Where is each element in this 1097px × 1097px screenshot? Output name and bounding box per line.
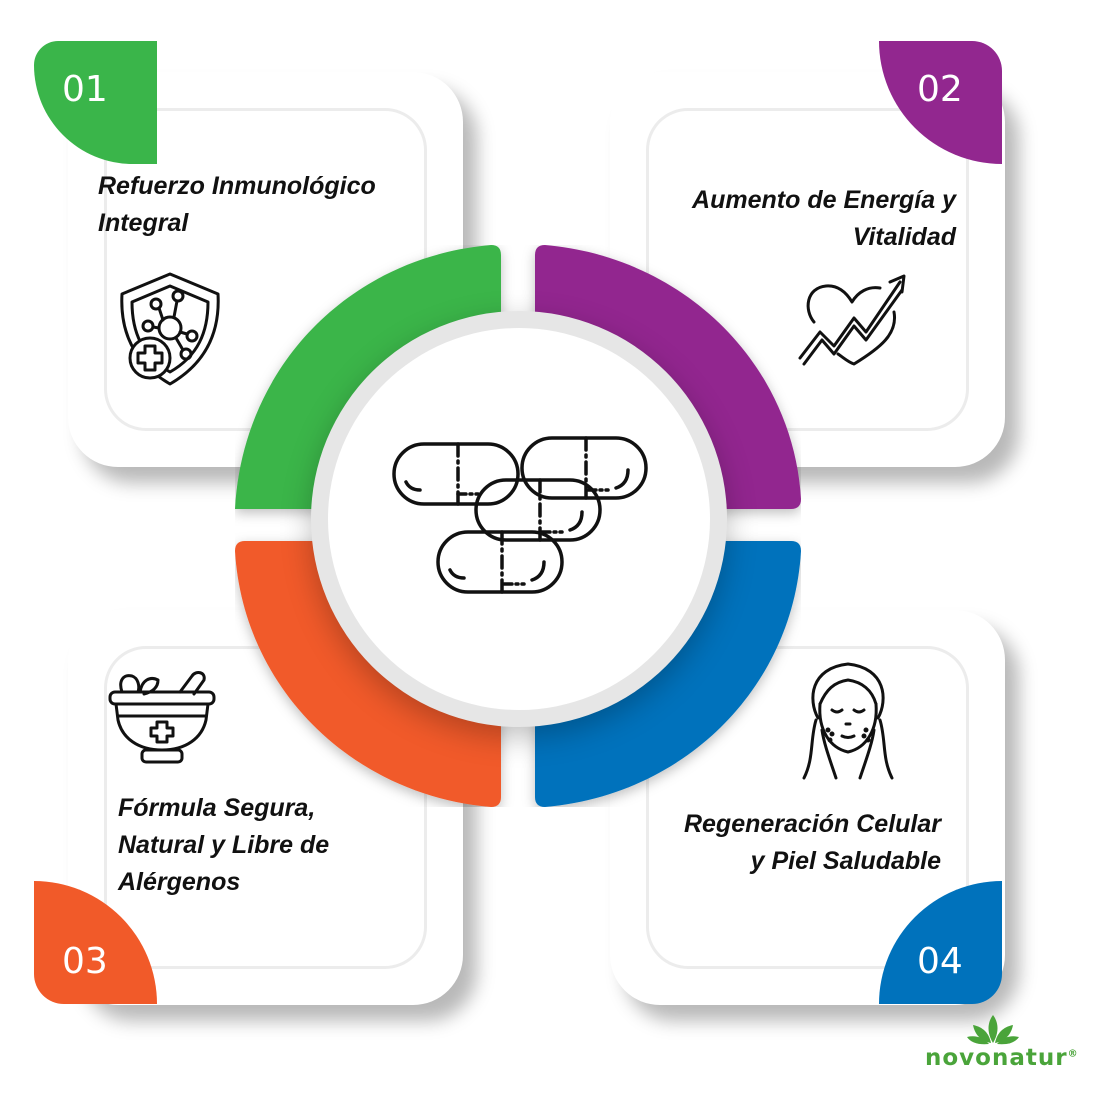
title-line: Regeneración Celular <box>683 810 941 838</box>
center-disc-inner <box>328 328 710 710</box>
capsules-icon <box>392 436 648 594</box>
title-line: Fórmula Segura, <box>118 794 316 822</box>
registered-mark: ® <box>1067 1048 1079 1060</box>
title-line: Aumento de Energía y <box>692 186 956 214</box>
badge-number: 04 <box>917 941 963 982</box>
badge-number: 03 <box>62 941 108 982</box>
mortar-pestle-herbs-icon <box>108 671 216 764</box>
face-skincare-icon <box>802 662 894 780</box>
title-line: Refuerzo Inmunológico <box>98 172 376 200</box>
title-line: y Piel Saludable <box>750 847 941 875</box>
leaf-sprout-icon <box>967 1015 1019 1045</box>
card-inner-border <box>646 108 969 431</box>
center-disc <box>311 311 727 727</box>
card-title-01: Refuerzo Inmunológico Integral <box>98 168 376 242</box>
shield-molecule-plus-icon <box>120 272 220 386</box>
brand-name: novonatur <box>925 1045 1068 1071</box>
title-line: Natural y Libre de <box>118 831 330 859</box>
title-line: Vitalidad <box>852 223 956 251</box>
title-line: Integral <box>98 209 189 237</box>
brand-wordmark: novonatur® <box>925 1045 1079 1071</box>
card-title-03: Fórmula Segura, Natural y Libre de Alérg… <box>118 790 329 901</box>
badge-number: 01 <box>62 69 108 110</box>
card-inner-border <box>646 646 969 969</box>
title-line: Alérgenos <box>118 868 241 896</box>
card-title-04: Regeneración Celular y Piel Saludable <box>684 806 941 880</box>
card-title-02: Aumento de Energía y Vitalidad <box>692 182 956 256</box>
badge-number: 02 <box>917 69 963 110</box>
badge-01: 01 <box>34 41 157 164</box>
heart-rising-arrow-icon <box>798 274 906 366</box>
